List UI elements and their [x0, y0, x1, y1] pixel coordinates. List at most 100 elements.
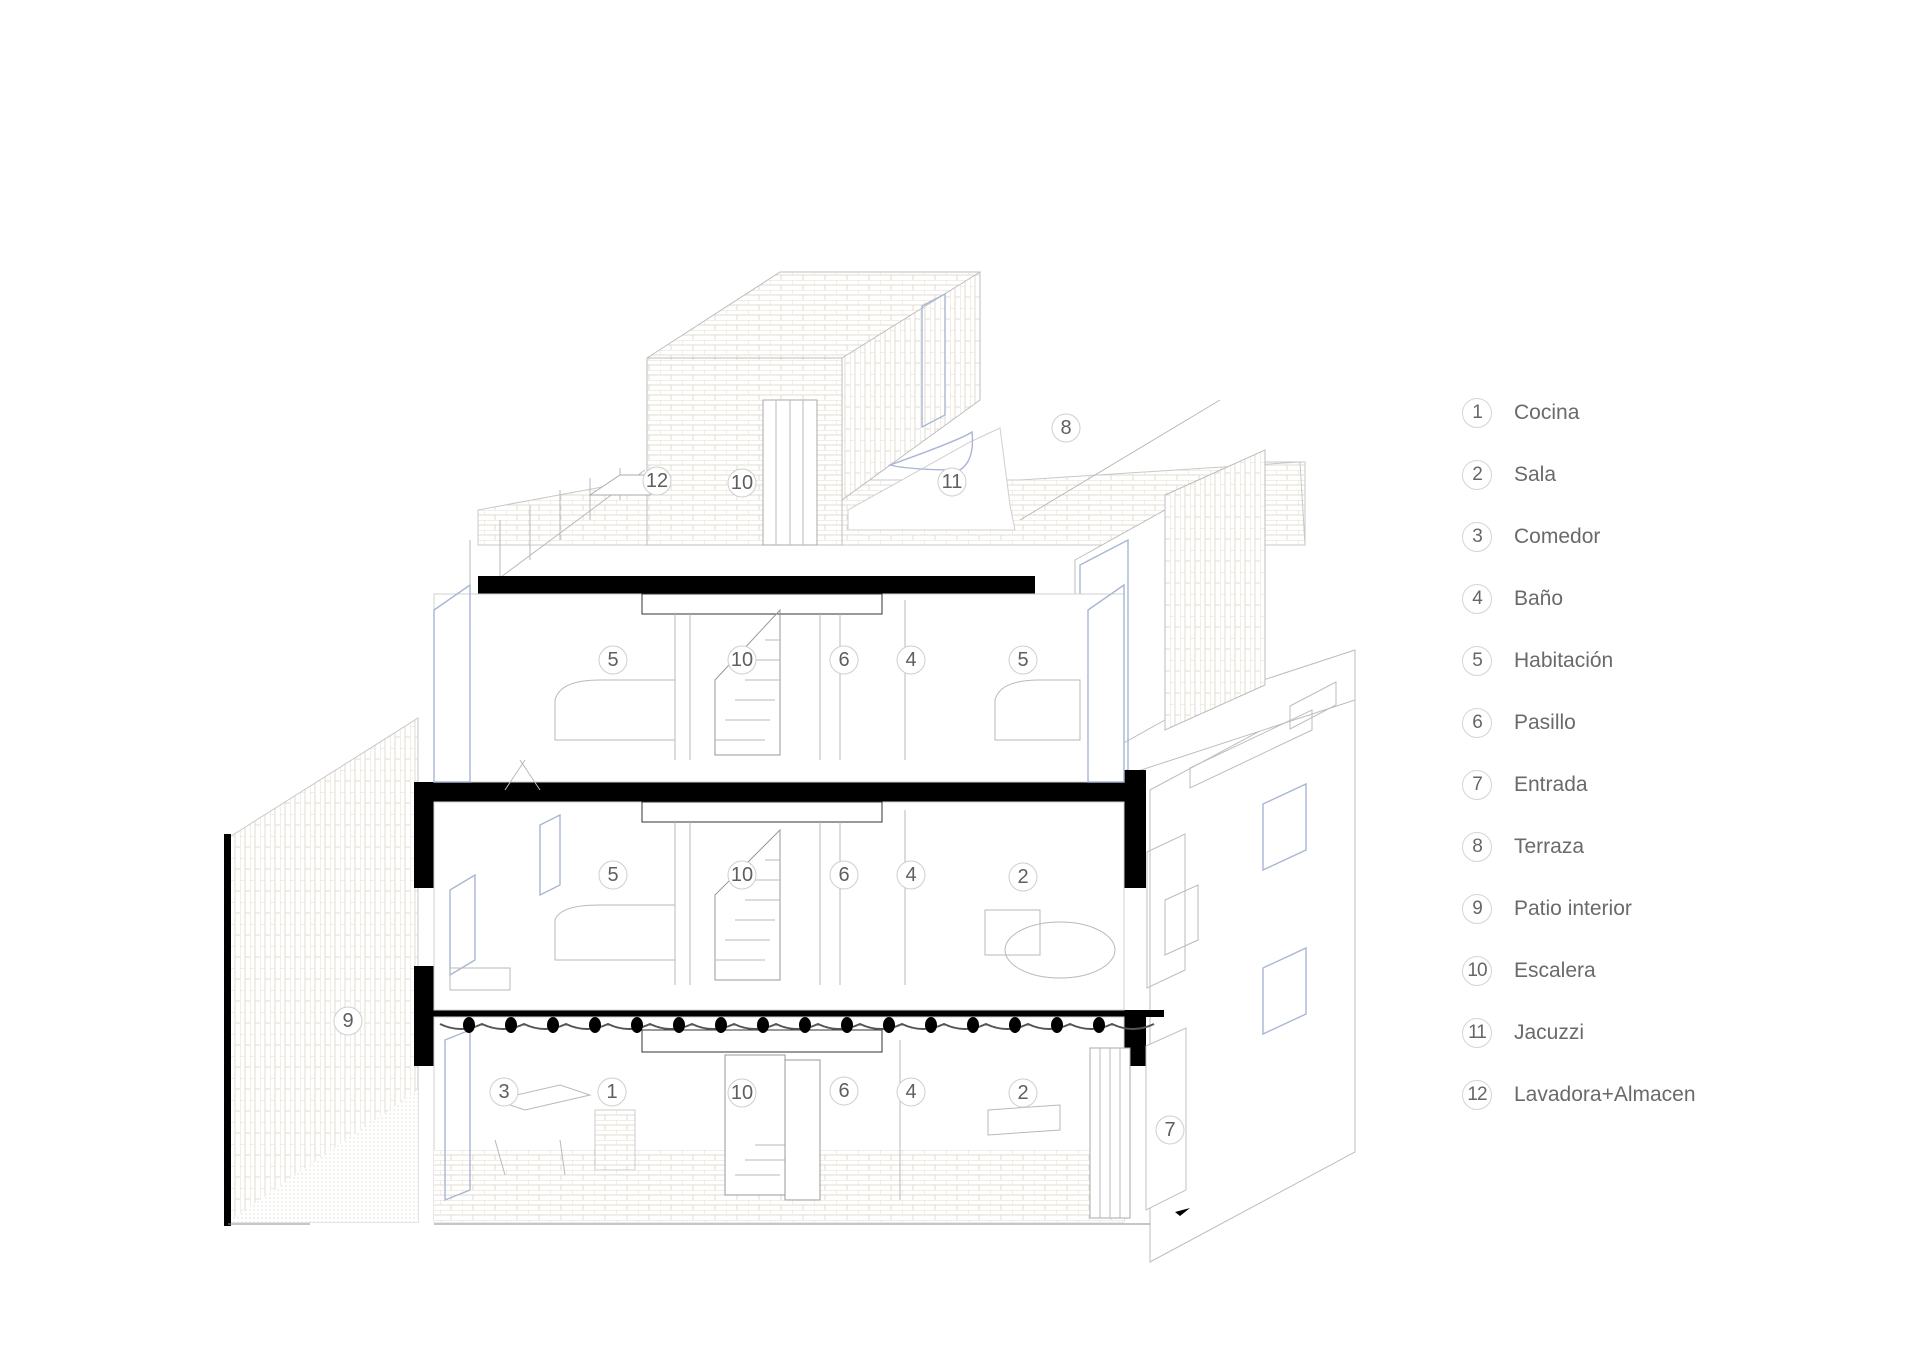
- legend-item: 7 Entrada: [1462, 770, 1822, 832]
- tag-ground-bath: 4: [896, 1077, 926, 1107]
- svg-text:12: 12: [646, 470, 668, 492]
- svg-text:9: 9: [342, 1010, 353, 1032]
- tag-middle-living: 2: [1008, 862, 1038, 892]
- legend-number-badge: 9: [1462, 894, 1492, 924]
- legend-label: Patio interior: [1514, 897, 1632, 920]
- tag-middle-bath: 4: [896, 860, 926, 890]
- legend-item: 3 Comedor: [1462, 522, 1822, 584]
- svg-text:2: 2: [1017, 866, 1028, 888]
- svg-text:1: 1: [606, 1081, 617, 1103]
- tag-middle-stair: 10: [727, 860, 757, 890]
- legend-label: Jacuzzi: [1514, 1021, 1585, 1044]
- legend-number-badge: 6: [1462, 708, 1492, 738]
- svg-text:10: 10: [731, 649, 753, 671]
- tag-roof-jacuzzi: 11: [937, 467, 967, 497]
- legend-number-badge: 11: [1462, 1018, 1492, 1048]
- legend-label: Lavadora+Almacen: [1514, 1083, 1696, 1106]
- tag-roof-terrace: 8: [1051, 413, 1081, 443]
- tag-middle-hall: 6: [829, 860, 859, 890]
- tag-ground-kitchen: 1: [597, 1077, 627, 1107]
- legend-label: Baño: [1514, 587, 1564, 610]
- tag-roof-stair: 10: [727, 468, 757, 498]
- beam-rib: [1093, 1017, 1105, 1033]
- legend-item: 8 Terraza: [1462, 832, 1822, 894]
- legend-item: 5 Habitación: [1462, 646, 1822, 708]
- legend-number-badge: 5: [1462, 646, 1492, 676]
- legend-label: Habitación: [1514, 649, 1614, 672]
- legend-label: Escalera: [1514, 959, 1596, 982]
- legend-number-badge: 3: [1462, 522, 1492, 552]
- legend-label: Comedor: [1514, 525, 1601, 548]
- legend-number-badge: 10: [1462, 956, 1492, 986]
- legend-item: 10 Escalera: [1462, 956, 1822, 1018]
- beam-ribs: [439, 1017, 1155, 1033]
- tag-ground-hall: 6: [829, 1076, 859, 1106]
- beam-rib: [589, 1017, 601, 1033]
- legend-item: 1 Cocina: [1462, 398, 1822, 460]
- upper-floor: [433, 583, 1125, 791]
- tag-middle-bedroom: 5: [598, 860, 628, 890]
- svg-text:10: 10: [731, 472, 753, 494]
- legend-item: 4 Baño: [1462, 584, 1822, 646]
- middle-floor: [433, 801, 1125, 1011]
- tag-upper-bath: 4: [896, 645, 926, 675]
- svg-text:8: 8: [1060, 417, 1071, 439]
- svg-text:11: 11: [942, 471, 963, 493]
- svg-text:6: 6: [838, 649, 849, 671]
- beam-rib: [799, 1017, 811, 1033]
- room-tags: 12 10 11 8 5 10 6 4 5 5 10 6 4 2 3 1 10 …: [333, 413, 1185, 1145]
- legend-label: Terraza: [1514, 835, 1585, 858]
- beam-rib: [925, 1017, 937, 1033]
- legend-number-badge: 1: [1462, 398, 1492, 428]
- legend-number-badge: 12: [1462, 1080, 1492, 1110]
- legend-item: 9 Patio interior: [1462, 894, 1822, 956]
- svg-text:6: 6: [838, 864, 849, 886]
- beam-rib: [841, 1017, 853, 1033]
- tag-ground-entrance: 7: [1155, 1115, 1185, 1145]
- legend-item: 12 Lavadora+Almacen: [1462, 1080, 1822, 1142]
- svg-text:4: 4: [905, 1081, 916, 1103]
- svg-text:6: 6: [838, 1080, 849, 1102]
- svg-text:4: 4: [905, 649, 916, 671]
- vault-arc: [439, 1022, 1155, 1030]
- beam-rib: [757, 1017, 769, 1033]
- right-facade: [1079, 649, 1356, 1263]
- svg-text:4: 4: [905, 864, 916, 886]
- beam-rib: [1051, 1017, 1063, 1033]
- beam-rib: [463, 1017, 475, 1033]
- beam-rib: [547, 1017, 559, 1033]
- svg-text:5: 5: [607, 649, 618, 671]
- legend-label: Entrada: [1514, 773, 1588, 796]
- tag-ground-living: 2: [1008, 1078, 1038, 1108]
- beam-rib: [1009, 1017, 1021, 1033]
- tag-patio: 9: [333, 1006, 363, 1036]
- beam-rib: [715, 1017, 727, 1033]
- beam-rib: [673, 1017, 685, 1033]
- svg-text:10: 10: [731, 1082, 753, 1104]
- legend-item: 11 Jacuzzi: [1462, 1018, 1822, 1080]
- legend-number-badge: 2: [1462, 460, 1492, 490]
- svg-text:5: 5: [607, 864, 618, 886]
- legend-item: 6 Pasillo: [1462, 708, 1822, 770]
- svg-text:5: 5: [1017, 649, 1028, 671]
- beam-rib: [883, 1017, 895, 1033]
- tag-upper-bedroom-right: 5: [1008, 645, 1038, 675]
- beam-rib: [505, 1017, 517, 1033]
- patio-wall: [224, 717, 419, 1226]
- svg-text:7: 7: [1164, 1119, 1175, 1141]
- tag-upper-stair: 10: [727, 645, 757, 675]
- legend-label: Cocina: [1514, 401, 1580, 424]
- beam-rib: [967, 1017, 979, 1033]
- svg-text:2: 2: [1017, 1082, 1028, 1104]
- ground-floor: [433, 1016, 1187, 1225]
- legend-label: Pasillo: [1514, 711, 1576, 734]
- legend-number-badge: 4: [1462, 584, 1492, 614]
- svg-text:3: 3: [498, 1081, 509, 1103]
- legend-number-badge: 8: [1462, 832, 1492, 862]
- tag-roof-storage: 12: [642, 466, 672, 496]
- beam-rib: [631, 1017, 643, 1033]
- legend-number-badge: 7: [1462, 770, 1492, 800]
- tag-ground-dining: 3: [489, 1077, 519, 1107]
